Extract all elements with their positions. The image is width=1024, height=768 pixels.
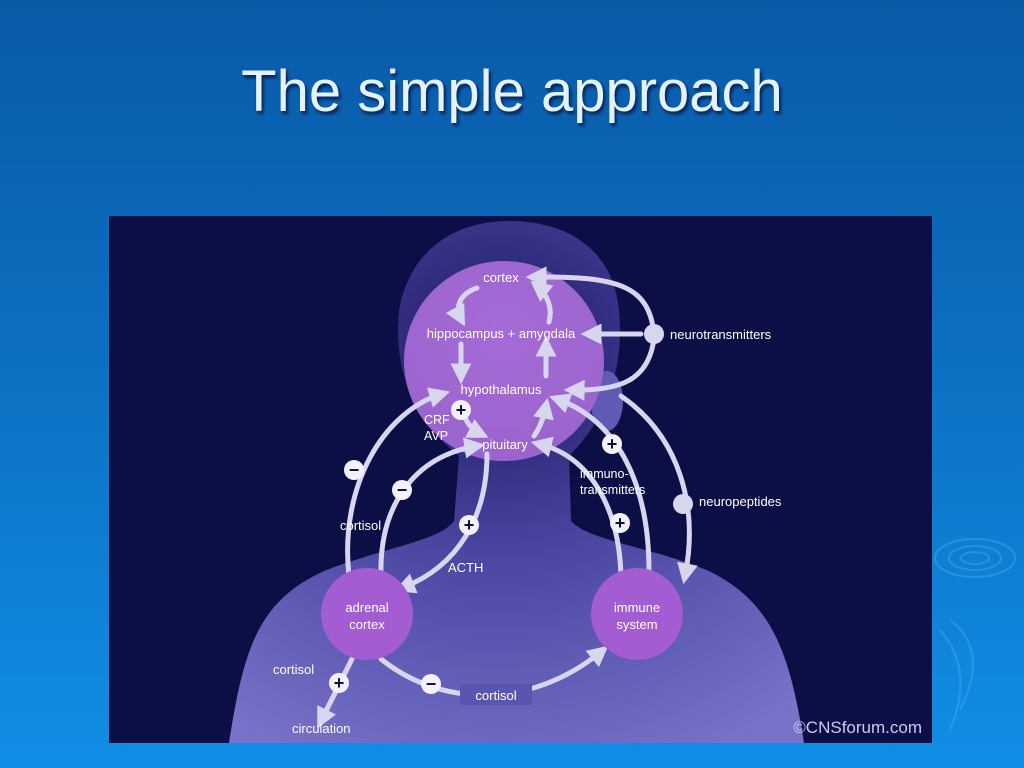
node-immune-line1: immune: [614, 600, 660, 615]
plus-sign-immuno-outer: +: [602, 434, 622, 454]
svg-text:+: +: [615, 513, 626, 533]
slide-title: The simple approach: [241, 59, 783, 124]
node-immune-line2: system: [616, 617, 657, 632]
copyright-credit: ©CNSforum.com: [793, 718, 922, 737]
plus-sign-crf: +: [451, 400, 471, 420]
label-neuropeptides: neuropeptides: [699, 494, 782, 509]
neurotransmitters-junction: [644, 324, 664, 344]
minus-sign-cortisol-immune: −: [421, 674, 441, 694]
minus-sign-inner-feedback: −: [392, 480, 412, 500]
node-adrenal-line1: adrenal: [345, 600, 388, 615]
hpa-axis-diagram: + + + + + − − − cortex hippocampus + amy…: [109, 216, 932, 743]
node-pituitary: pituitary: [482, 437, 528, 452]
neuropeptides-junction: [673, 494, 693, 514]
immune-system-node: [591, 568, 683, 660]
svg-text:−: −: [397, 480, 408, 500]
plus-sign-acth: +: [459, 515, 479, 535]
label-neurotransmitters: neurotransmitters: [670, 327, 772, 342]
node-hippocampus-amygdala: hippocampus + amygdala: [427, 326, 576, 341]
arrow-immune-to-pituitary: [530, 436, 624, 579]
arrow-pituitary-to-hypothalamus: [531, 397, 554, 439]
arrow-hippocampus-to-cortex: [530, 280, 554, 325]
arrow-immune-to-hypothalamus: [549, 393, 652, 574]
label-crf: CRF: [424, 413, 450, 427]
cortisol-bottom-box: [460, 684, 532, 705]
svg-text:+: +: [464, 515, 475, 535]
arrow-acth-to-adrenal: [394, 451, 490, 594]
label-circulation: circulation: [292, 721, 351, 736]
arrow-neurotransmitters-to-hypothalamus: [563, 335, 657, 401]
svg-text:+: +: [456, 400, 467, 420]
label-immuno-line2: transmitters: [580, 483, 645, 497]
plus-sign-circulation: +: [329, 673, 349, 693]
arrow-cortisol-to-hypothalamus: [345, 387, 451, 579]
node-adrenal-line2: cortex: [349, 617, 385, 632]
label-avp: AVP: [424, 429, 448, 443]
ripple-decoration: [934, 538, 1016, 731]
svg-text:−: −: [426, 674, 437, 694]
label-cortisol-bottom: cortisol: [475, 688, 516, 703]
plus-sign-immuno-inner: +: [610, 513, 630, 533]
label-cortisol-lower-left: cortisol: [273, 662, 314, 677]
arrow-neurotransmitters-to-cortex: [525, 266, 657, 337]
arrow-cortex-to-hippocampus: [445, 285, 480, 327]
svg-text:+: +: [334, 673, 345, 693]
diagram-canvas: + + + + + − − − cortex hippocampus + amy…: [109, 216, 932, 743]
node-hypothalamus: hypothalamus: [461, 382, 542, 397]
svg-text:+: +: [607, 434, 618, 454]
arrow-neuropeptides-to-immune: [618, 393, 698, 585]
adrenal-cortex-node: [321, 568, 413, 660]
label-acth: ACTH: [448, 560, 483, 575]
label-cortisol-left: cortisol: [340, 518, 381, 533]
label-immuno-line1: immuno-: [580, 467, 629, 481]
node-cortex: cortex: [483, 270, 519, 285]
minus-sign-outer-feedback: −: [344, 460, 364, 480]
svg-text:−: −: [349, 460, 360, 480]
